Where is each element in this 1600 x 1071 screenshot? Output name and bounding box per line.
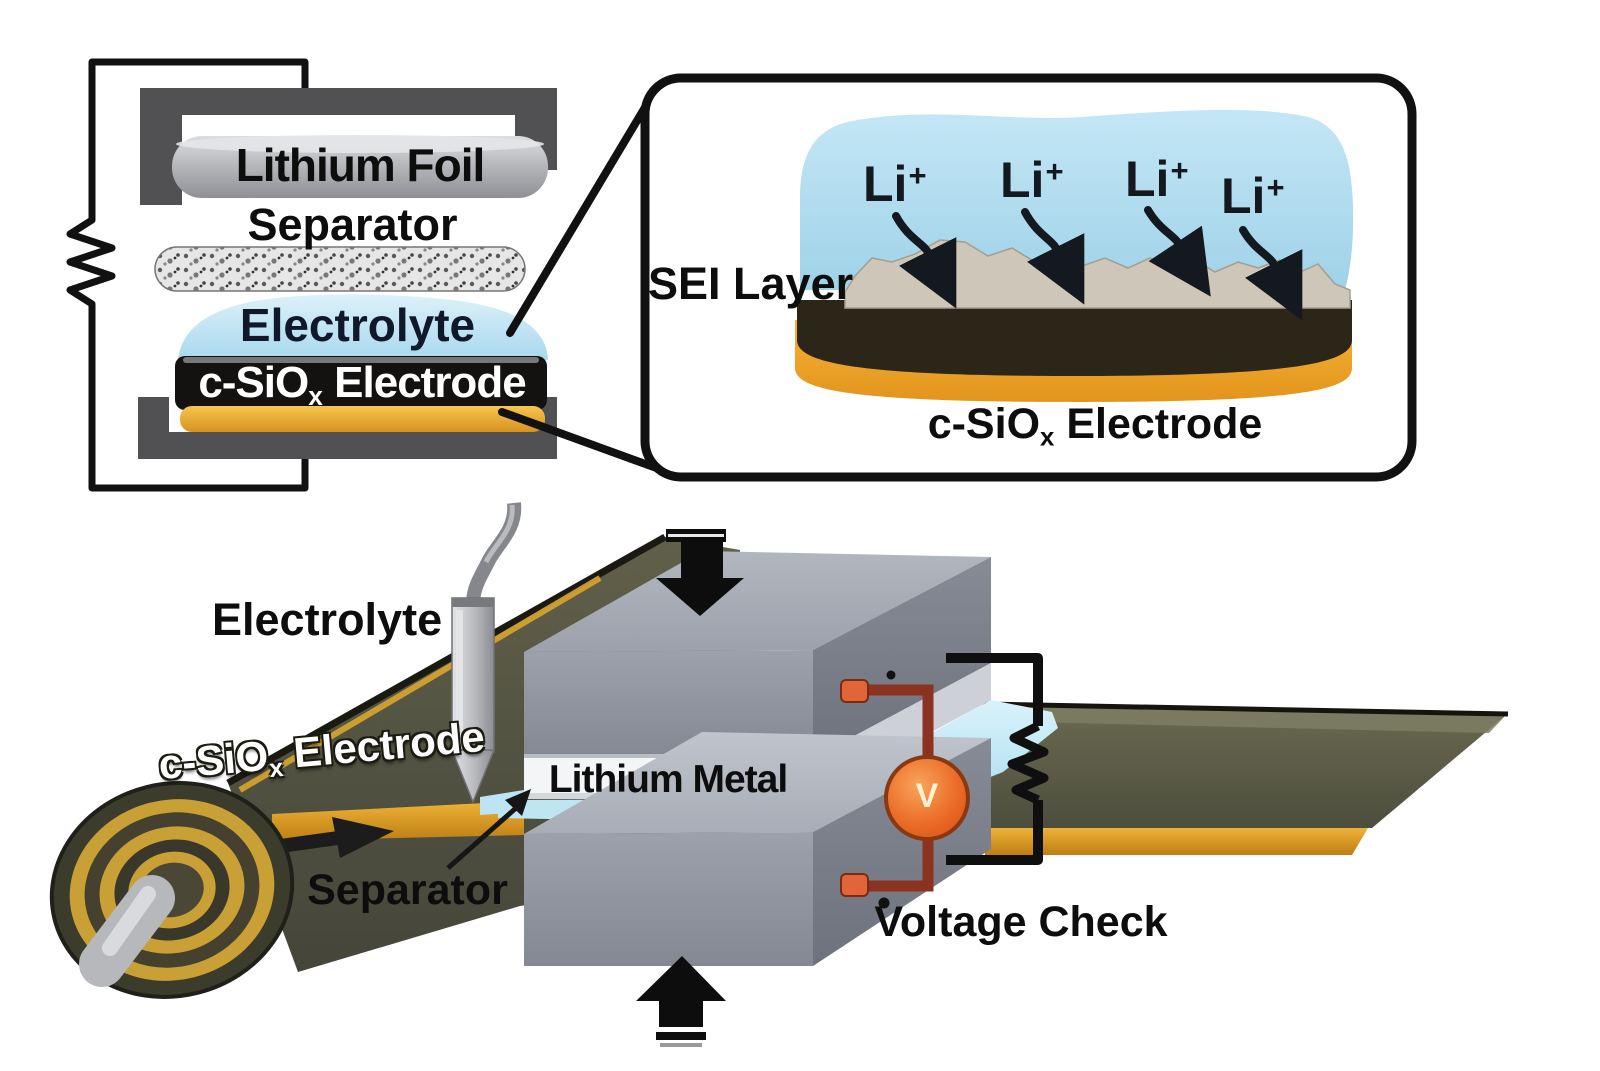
contact-dot-bottom [878,897,890,909]
inset-electrode-label: c-SiOx Electrode [927,400,1263,452]
coin-current-collector [180,406,545,432]
li-ion-label: Li+ [1221,168,1285,224]
coin-electrolyte-label: Electrolyte [239,299,476,351]
electrolyte-dome [178,294,548,360]
li-ion-arrow [1144,206,1211,297]
coin-electrode-disc [175,356,547,432]
sheet-collector-right [985,828,1368,855]
li-ion-arrow [1239,226,1303,321]
li-ion-arrows [892,206,1303,321]
upper-press-block [524,551,991,758]
lithium-foil-label: Lithium Foil [235,139,486,191]
voltmeter-wires [840,679,934,897]
sei-layer-label: SEI Layer [648,258,854,309]
li-ion-label: Li+ [1000,152,1064,208]
press-up-arrow [636,956,726,1047]
lithium-metal-label: Lithium Metal [548,758,788,801]
voltage-circuit-bracket [946,653,1049,865]
voltage-check-label: Voltage Check [874,898,1168,946]
coin-electrode-label: c-SiOx Electrode [178,358,546,411]
electrode-label-pre: c-SiO [198,358,309,407]
coin-cell-circuit [66,58,309,492]
electrolyte-dropper-icon [450,502,522,805]
li-ion-arrow [1021,208,1085,305]
terminal-top [840,679,869,703]
voltmeter [884,755,970,841]
electrode-label-post: Electrode [322,358,527,407]
coin-cell-top-cap [140,88,557,205]
separator-pointer-arrow [446,789,531,870]
process-separator-label: Separator [307,866,508,914]
terminal-bottom [840,873,869,897]
inset-connector-lines [498,100,666,474]
contact-dot-top [886,670,896,680]
roll-core-rod [79,875,175,987]
process-electrolyte-label: Electrolyte [212,594,443,645]
inset-electrode-layer [797,300,1352,376]
electrode-label-sub: x [308,380,323,411]
press-down-arrow [656,529,744,616]
lithium-foil-disc [172,135,548,198]
coin-separator-label: Separator [247,199,458,250]
voltmeter-symbol: V [915,777,939,815]
li-ion-label: Li+ [863,156,927,212]
electrode-sheet-right [982,701,1509,855]
separator-disc [154,246,526,292]
coin-cell-bottom-cap [138,397,557,459]
li-ion-label: Li+ [1125,151,1189,207]
li-ion-arrow [892,212,957,309]
